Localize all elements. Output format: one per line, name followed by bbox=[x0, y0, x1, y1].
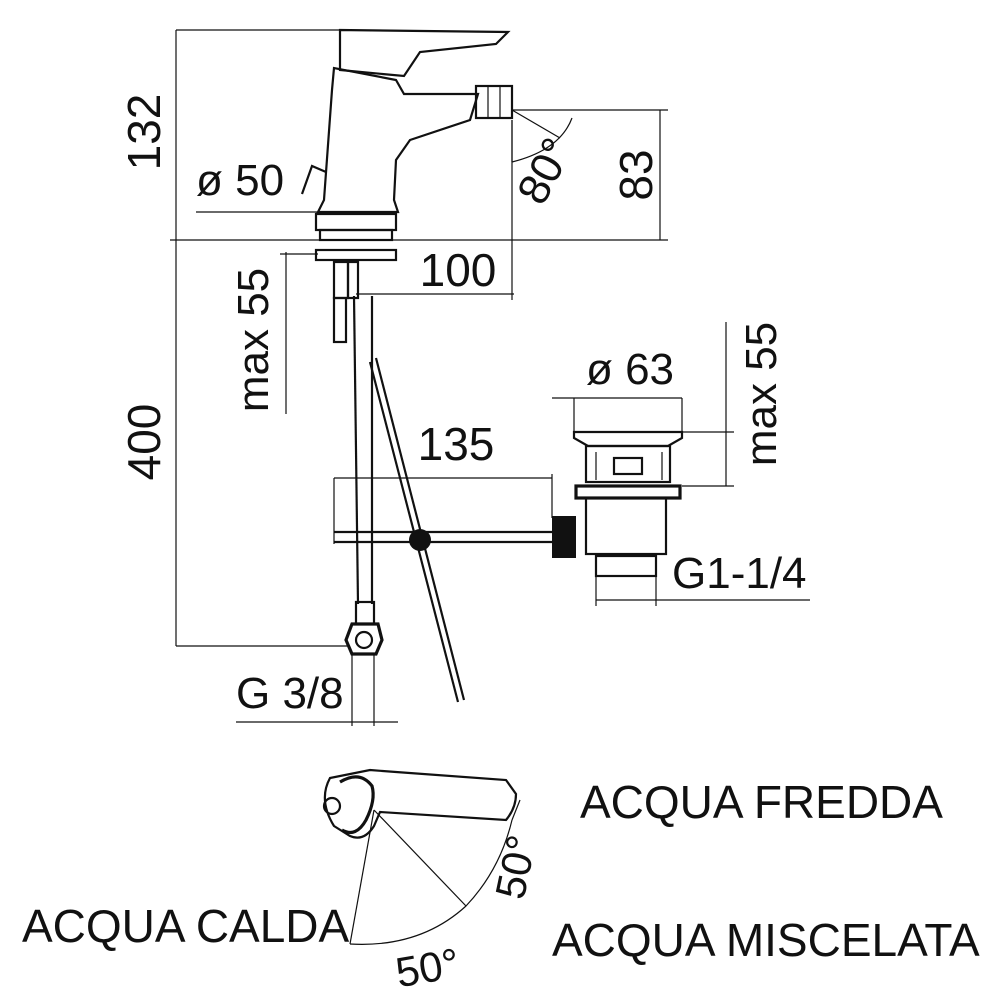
popup-knob bbox=[300, 164, 327, 195]
drain-cap bbox=[572, 430, 684, 448]
handle-outline bbox=[323, 768, 518, 839]
handle-labels: ACQUA FREDDA ACQUA CALDA ACQUA MISCELATA… bbox=[22, 776, 980, 996]
faucet-body bbox=[316, 66, 480, 214]
dimension-lines bbox=[170, 29, 810, 726]
threaded-shank bbox=[332, 296, 348, 344]
label-100: 100 bbox=[420, 244, 497, 296]
lever-handle bbox=[338, 28, 511, 78]
angle-left-ray bbox=[349, 809, 375, 945]
drain-body-upper bbox=[584, 444, 672, 484]
fixing-nut bbox=[332, 260, 350, 300]
drain-assembly bbox=[552, 430, 684, 578]
faucet-base bbox=[314, 212, 398, 232]
drain-body-lower bbox=[584, 496, 668, 556]
label-acqua-miscelata: ACQUA MISCELATA bbox=[552, 914, 980, 966]
label-angle-80: 80° bbox=[508, 130, 583, 212]
label-400: 400 bbox=[118, 404, 170, 481]
label-acqua-calda: ACQUA CALDA bbox=[22, 900, 350, 952]
label-angle-50-right: 50° bbox=[486, 831, 545, 903]
dimension-labels: 132 ø 50 83 80° 100 max 55 400 ø 63 max … bbox=[118, 94, 807, 718]
angle-80-leg bbox=[511, 109, 561, 139]
label-angle-50-bottom: 50° bbox=[392, 939, 463, 996]
handle-body-curve bbox=[339, 775, 375, 834]
label-acqua-fredda: ACQUA FREDDA bbox=[580, 776, 943, 828]
label-diameter-63: ø 63 bbox=[586, 345, 674, 394]
drain-tailpiece bbox=[594, 554, 658, 578]
linkage-clip bbox=[409, 529, 431, 551]
label-g3-8: G 3/8 bbox=[236, 669, 344, 718]
drain-window bbox=[612, 456, 644, 476]
handle-top-view bbox=[322, 768, 521, 945]
drain-flange bbox=[574, 484, 682, 500]
flex-hose-left bbox=[352, 295, 360, 605]
angle-arc-end bbox=[511, 799, 521, 821]
label-135: 135 bbox=[418, 418, 495, 470]
label-g1-1-4: G1-1/4 bbox=[672, 549, 807, 598]
angle-center-ray bbox=[373, 809, 467, 907]
label-83: 83 bbox=[610, 149, 662, 200]
label-max55-right: max 55 bbox=[737, 322, 786, 466]
shank-side bbox=[346, 260, 360, 300]
faucet-side-view bbox=[300, 28, 556, 703]
label-diameter-50: ø 50 bbox=[196, 156, 284, 205]
angle-arc bbox=[349, 819, 513, 945]
drain-lever-nut bbox=[552, 516, 576, 558]
label-max55-left: max 55 bbox=[229, 268, 278, 412]
fixing-plate bbox=[314, 248, 398, 262]
angle-80-arc bbox=[511, 117, 573, 163]
hose-fitting bbox=[354, 600, 376, 626]
spout-aerator bbox=[474, 84, 514, 120]
hose-nut bbox=[344, 622, 384, 656]
faucet-base-ring bbox=[318, 228, 394, 242]
label-132: 132 bbox=[118, 94, 170, 171]
handle-pivot bbox=[322, 796, 342, 816]
hose-nut-hole bbox=[354, 630, 374, 650]
